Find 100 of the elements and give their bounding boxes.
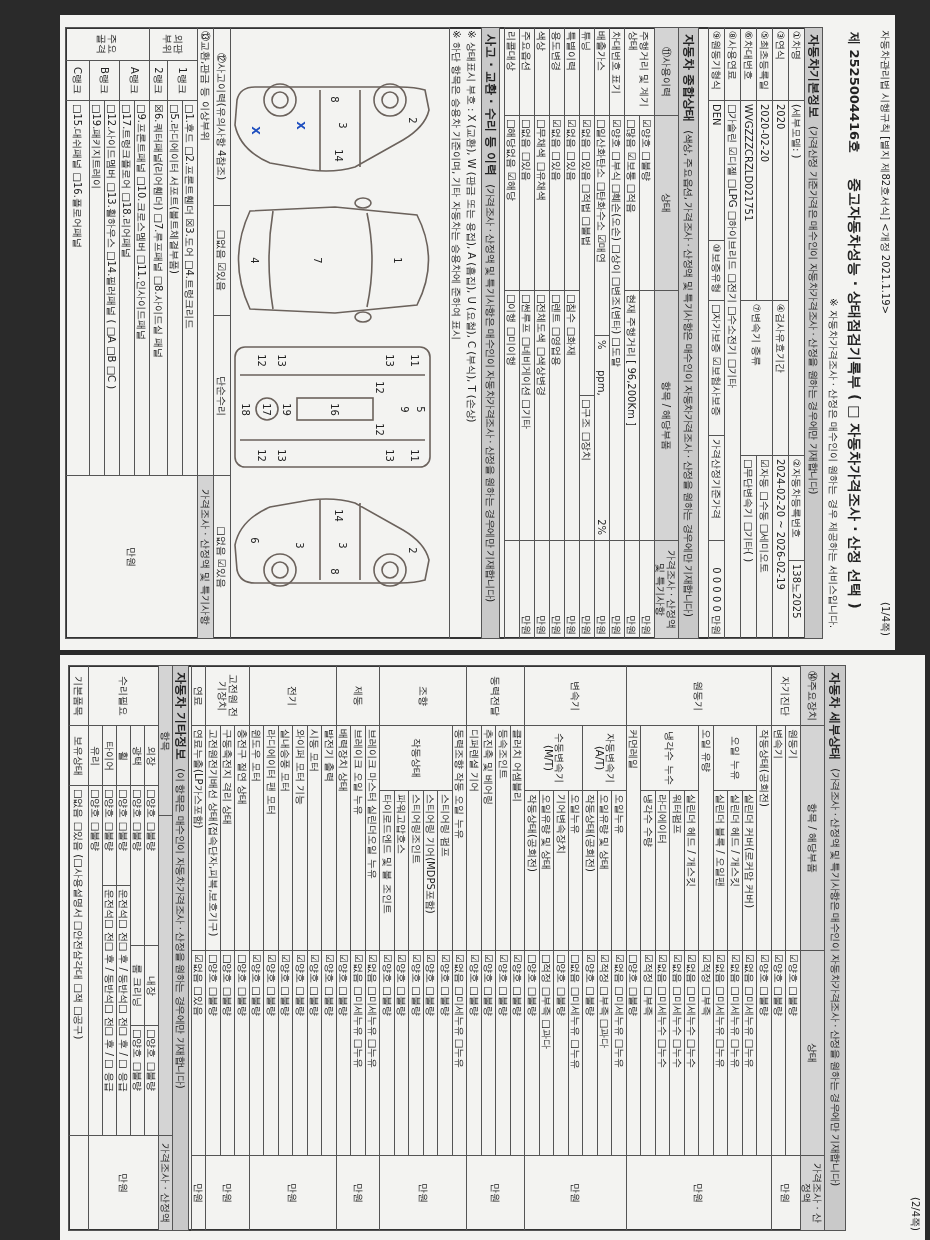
checkbox-options: ☑양호 □부식 □훼손(오손) □상이 □변조(변타) □도말 — [611, 119, 623, 367]
checkbox-options: □양호 □불량 — [526, 954, 538, 1017]
column-header: 가격조사 · 산정액 — [801, 1162, 824, 1225]
checkbox-options: ☑양호 □불량 — [439, 954, 451, 1016]
part-number: 9 — [399, 406, 410, 413]
note-text: ※ 자동차가격조사 · 산정은 매수인이 원하는 경우 제공하는 서비스입니다. — [828, 298, 839, 629]
note-text: ※ 상태표시 부호 : X (교환), W (판금 또는 용접), A (흠집), U (요철), C (부식), T (손상) — [466, 30, 478, 423]
item-label: 오일유량 및 상태 — [541, 794, 553, 871]
item-label: 동력조향 작동 오일 누유 — [454, 729, 466, 839]
section-note: (가격산정 기준가격은 매수인이 자동차가격조사 · 산정을 원하는 경우에만 기재합니다) — [807, 126, 821, 494]
item-label: 오일유량 및 상태 — [599, 794, 611, 871]
part-number: 19 — [281, 403, 292, 416]
checkbox-options: □9.프론트패널 □10.크로스멤버 □11.인사이드패널 — [136, 104, 148, 341]
item-label: 실린더 헤드 / 개스킷 — [686, 794, 698, 887]
checkbox-options: □양호 □불량 — [146, 789, 157, 852]
checkbox-options: □양호 □불량 — [118, 789, 129, 852]
price-unit: 만원 — [418, 1183, 429, 1203]
checkbox-options: □양호 □불량 — [628, 954, 640, 1017]
item-label: 외장 — [146, 745, 157, 766]
checkbox-options: □17.트렁크플로어 □18.리어패널 — [121, 104, 133, 258]
price-unit: 만원 — [118, 1173, 129, 1193]
part-number: 12 — [374, 381, 385, 394]
checkbox-options: □양호 □불량 — [207, 954, 219, 1017]
checkbox-options: □19.패키지트레이 — [91, 104, 103, 190]
item-label: 워터펌프 — [671, 794, 683, 834]
item-label: 오일 유량 — [700, 729, 712, 773]
section-note: (이 항목은 매수인이 자동차가격조사 · 산정을 원하는 경우에만 기재합니다) — [174, 768, 188, 1089]
field-value: (세부모델: ) — [791, 104, 802, 159]
checkbox-options: □침수 □화재 — [566, 294, 578, 357]
checkbox-options: ☒6.쿼터패널(리어휀더) □7.루프패널 □8.사이드실 패널 — [153, 104, 164, 358]
checkbox-options: □해당없음 ☑해당 — [506, 119, 518, 201]
unit-text: ppm, — [596, 370, 608, 396]
field-label: 가격산정기준가격 — [711, 439, 722, 519]
price-unit: 만원 — [693, 1183, 705, 1203]
checkbox-options: □무단변속기 □기타( ) — [743, 459, 754, 563]
part-number: 5 — [415, 406, 426, 413]
field-label: ⑥차대번호 — [743, 31, 754, 80]
category-label: 전기 — [287, 685, 299, 706]
category-label: 수리필요 — [118, 675, 129, 716]
field-label: 단순수리 — [216, 375, 228, 416]
item-label: 윈도우 모터 — [251, 729, 263, 783]
checkbox-options: □양호 □불량 — [104, 789, 115, 852]
item-label: 발전기 출력 — [323, 729, 335, 783]
price-unit: 만원 — [490, 1183, 502, 1203]
part-number: 12 — [256, 449, 267, 462]
item-label: 스티어링 기어(MDPS포함) — [425, 794, 437, 914]
item-label: 커먼레일 — [628, 729, 640, 769]
field-value: 현재 주행거리 [ 96,200Km ] — [626, 294, 638, 426]
category-label: 주요 골격 — [96, 33, 119, 56]
field-label: ⑦변속기 종류 — [751, 304, 762, 367]
item-label: 고전원전기배선 상태(접속단자,피복,보호기구) — [207, 729, 219, 937]
price-unit: 만원 — [570, 1183, 582, 1203]
item-label: 유리 — [90, 745, 101, 766]
section-note: (가격조사 · 산정액 및 특기사항은 매수인이 자동차가격조사 · 산정을 원하는 경우에만 기재합니다) — [829, 768, 842, 1186]
checkbox-options: ☑자동 □수동 □세미오토 — [759, 459, 770, 574]
item-label: 기어변속장치 — [555, 794, 567, 854]
item-label: 작동상태(공회전) — [758, 729, 770, 807]
checkbox-options: ☑양호 □불량 — [758, 954, 770, 1016]
checkbox-options: ☑없음 □미세누수 □누수 — [657, 954, 669, 1069]
checkbox-options: ☑없음 □있음 — [566, 119, 578, 181]
category-label: 조향 — [418, 685, 429, 706]
checkbox-options: □15.대쉬패널 □16.플로어패널 — [72, 104, 83, 248]
field-value: 2020 — [775, 104, 786, 130]
item-label: 자동변속기 (A/T) — [593, 732, 616, 785]
checkbox-options: ☑양호 □불량 — [787, 954, 799, 1016]
checkbox-options: ☑없음 □미세누유 □누유 — [454, 954, 466, 1069]
part-number: 7 — [312, 257, 323, 264]
item-label: 충전구 절연 상태 — [236, 729, 248, 806]
field-label: 용도변경 — [551, 31, 563, 71]
category-label: 제동 — [352, 685, 364, 706]
checkbox-options: □없음 ☑있음 — [216, 229, 228, 292]
checkbox-options: ☑양호 □불량 — [265, 954, 277, 1016]
price-unit: 만원 — [536, 615, 548, 635]
item-label: 시동 모터 — [309, 729, 321, 773]
checkbox-options: □적정 □부족 □과다 — [541, 954, 553, 1049]
category-label: 고전원 전기장치 — [216, 672, 239, 720]
item-label: 라디에이터 팬 모터 — [265, 729, 277, 816]
item-label: 디퍼렌셜 기어 — [468, 729, 480, 793]
item-label: 내장 — [146, 975, 157, 996]
field-value: 138노2025 — [791, 564, 802, 619]
column-header: 상태 — [807, 1043, 818, 1063]
field-label: 차대번호 표기 — [611, 31, 623, 95]
field-label: 특별이력 — [566, 31, 578, 71]
checkbox-options: □없음 □미세누유 □누유 — [570, 954, 582, 1069]
column-header: 항목 / 해당부품 — [807, 803, 818, 873]
field-label: 주요옵션 — [521, 31, 533, 71]
column-header: 가격조사 · 산정액 및 특기사항 — [655, 548, 678, 632]
item-label: 스티어링 펌프 — [439, 794, 451, 858]
price-unit: 만원 — [287, 1183, 299, 1203]
part-number: 11 — [409, 354, 420, 367]
item-label: 타이어 — [104, 740, 115, 771]
form-reference-text: 자동차관리법 시행규칙 [별지 제82호서식] <개정 2021.1.19> — [880, 30, 891, 315]
part-number: 3 — [337, 122, 348, 129]
checkbox-options: □무채색 □유채색 — [536, 119, 548, 202]
item-label: 변속기 — [773, 729, 785, 759]
column-header: ⑭주요장치 — [807, 670, 818, 721]
part-number: 8 — [329, 568, 340, 575]
category-label: 동력전달 — [490, 675, 502, 716]
item-label: 연료누출(LP가스포함) — [193, 729, 205, 829]
checkbox-options: ☑없음 □미세누유 □누유 — [744, 954, 756, 1069]
